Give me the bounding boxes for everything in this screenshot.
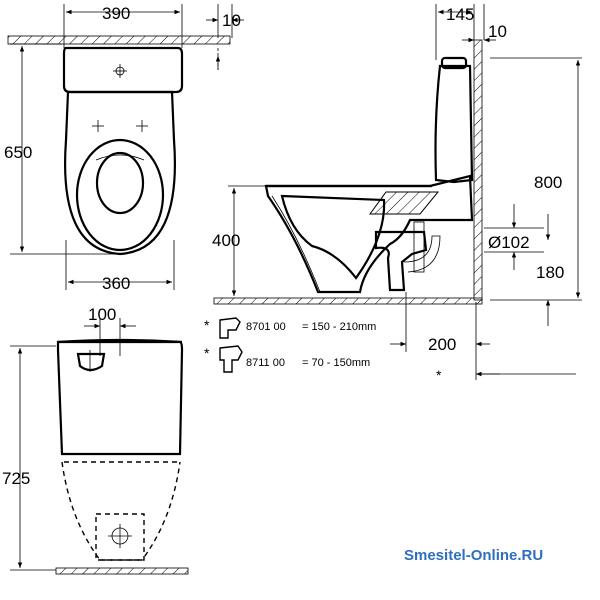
side-view-tank-lid (440, 56, 468, 70)
front-view-bowl-hidden (61, 461, 181, 561)
bowl-width-label: 360 (102, 274, 130, 293)
side-view: 145 10 800 400 Ø102 180 200 * (212, 4, 582, 383)
side-view-wall (473, 39, 483, 301)
front-view: 100 725 (2, 305, 189, 575)
top-view-bowl (64, 90, 176, 256)
outlet-pipe (413, 221, 425, 273)
front-width-label: 100 (88, 305, 116, 324)
connector-options: * 8701 00 = 150 - 210mm * 8711 00 = 70 -… (204, 317, 376, 373)
option-range: = 70 - 150mm (302, 357, 370, 369)
seat-height-label: 400 (212, 231, 240, 250)
top-depth-label: 650 (4, 143, 32, 162)
wall-gap-label: 10 (488, 22, 507, 41)
option-code: 8701 00 (246, 321, 286, 333)
top-view-seat (75, 138, 165, 252)
outlet-distance-label: 200 (428, 335, 456, 354)
top-view-tank (62, 46, 184, 94)
side-view-bowl (264, 174, 474, 294)
front-view-floor (55, 567, 189, 575)
outlet-diameter-label: Ø102 (488, 233, 530, 252)
wall-offset-label: 145 (446, 5, 474, 24)
watermark: Smesitel-Online.RU (404, 547, 543, 564)
top-view-seat-hole (95, 151, 145, 215)
front-height-label: 725 (2, 469, 30, 488)
option-row-2: * 8711 00 = 70 - 150mm (204, 345, 370, 373)
pan-connector (374, 230, 428, 292)
connector-short-icon (219, 317, 241, 339)
side-view-tank (434, 64, 474, 184)
top-gap-label: 10 (222, 11, 241, 30)
option-code: 8711 00 (246, 357, 285, 369)
option-marker: * (204, 317, 210, 333)
option-range: = 150 - 210mm (302, 321, 376, 333)
fixing-point-icon (92, 120, 148, 132)
side-view-bowl-interior (280, 194, 386, 280)
option-marker: * (204, 345, 210, 361)
total-height-label: 800 (534, 173, 562, 192)
side-view-trap-section (369, 191, 440, 215)
top-width-label: 390 (102, 4, 130, 23)
front-view-tank (56, 340, 184, 456)
option-row-1: * 8701 00 = 150 - 210mm (204, 317, 376, 339)
outlet-height-label: 180 (536, 263, 564, 282)
top-view-wall (7, 35, 231, 45)
side-view-floor (213, 297, 483, 305)
footnote-marker: * (436, 367, 442, 383)
top-view: 390 10 650 360 (4, 4, 244, 293)
front-view-button (76, 352, 106, 372)
connector-long-icon (219, 345, 243, 373)
